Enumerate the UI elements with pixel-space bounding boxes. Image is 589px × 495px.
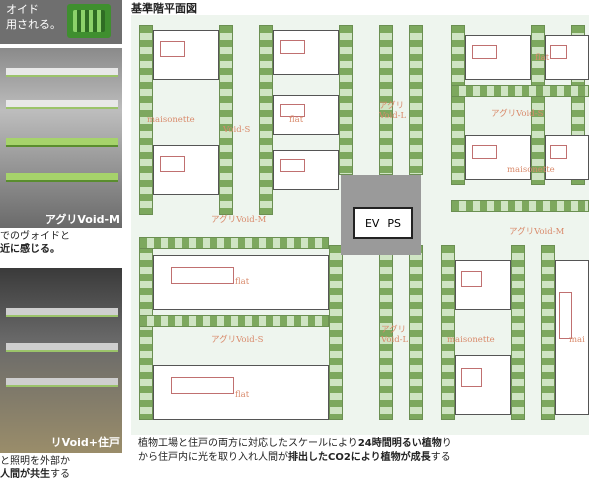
photo1-caption: でのヴォイドと 近に感じる。 [0, 230, 122, 256]
caption2-line1: と照明を外部か [0, 456, 70, 467]
caption-line2-a: から住戸内に光を取り入れ人間が [138, 452, 288, 463]
flat-label: flat [235, 277, 250, 287]
void-s-label: Void-S [223, 125, 251, 135]
ev-label: EV [364, 216, 380, 230]
plant-rack-column [409, 245, 423, 420]
floor-plan: EV PS maisonette Void-S flat アグリ Void-L … [131, 15, 589, 435]
plan-caption: 植物工場と住戸の両方に対応したスケールにより24時間明るい植物り から住戸内に光… [138, 437, 589, 465]
ps-label: PS [387, 216, 402, 230]
photo2-label: リVoid+住戸 [50, 436, 120, 449]
plant-rack-column [339, 25, 353, 175]
plant-rack-row [139, 237, 329, 249]
dwelling-room [153, 255, 329, 310]
shelf [6, 68, 118, 77]
dwelling-room [153, 30, 219, 80]
plant-rack-row [451, 200, 589, 212]
plant-rack-column [441, 245, 455, 420]
agri-logo-icon [67, 4, 111, 38]
maisonette-label: maisonette [507, 165, 555, 175]
photo1-label: アグリVoid-M [44, 213, 120, 226]
dwelling-room [153, 145, 219, 195]
dwelling-room [273, 30, 339, 75]
plan-title: 基準階平面図 [131, 2, 197, 15]
maisonette-label: maisonette [147, 115, 195, 125]
shelf [6, 378, 118, 387]
caption-line2-b: 排出したCO2により植物が成長 [288, 452, 431, 463]
agri-void-dwelling-photo: リVoid+住戸 [0, 268, 122, 453]
plant-shelf [6, 138, 118, 147]
void-s-label: アグリVoid-S [491, 109, 544, 119]
dwelling-room [273, 95, 339, 135]
shelf [6, 308, 118, 317]
shelf [6, 343, 118, 352]
plant-rack-column [259, 25, 273, 215]
void-s-label: アグリVoid-S [211, 335, 264, 345]
caption-line1-c: り [441, 438, 452, 449]
dwelling-room [455, 260, 511, 310]
plant-rack-row [139, 315, 329, 327]
flat-label: flat [289, 115, 304, 125]
maisonette-label: maisonette [447, 335, 495, 345]
caption-line1-a: 植物工場と住戸の両方に対応したスケールにより [138, 438, 358, 449]
void-m-label: アグリVoid-M [509, 227, 565, 237]
photo2-caption: と照明を外部か 人間が共生する [0, 455, 122, 481]
dwelling-room [545, 35, 589, 80]
dwelling-room [273, 150, 339, 190]
void-l-label: アグリ Void-L [379, 101, 407, 121]
plant-rack-column [329, 245, 343, 420]
plant-rack-column [139, 245, 153, 420]
caption-line1-b: 24時間明るい植物 [357, 438, 442, 449]
dwelling-room [545, 135, 589, 180]
dwelling-room [455, 355, 511, 415]
flat-label: flat [235, 390, 250, 400]
plant-rack-column [451, 25, 465, 185]
plant-rack-column [409, 25, 423, 175]
plant-rack-row [451, 85, 589, 97]
dwelling-room [465, 35, 531, 80]
plant-rack-column [511, 245, 525, 420]
ev-ps-core: EV PS [353, 207, 413, 239]
plant-shelf [6, 173, 118, 182]
void-l-label: アグリ Void-L [381, 325, 409, 345]
caption1-line2: 近に感じる。 [0, 244, 60, 255]
dwelling-room [153, 365, 329, 420]
caption2-line2-bold: 人間が共生 [0, 469, 50, 480]
plant-rack-column [379, 25, 393, 175]
caption1-line1: でのヴォイドと [0, 231, 70, 242]
shelf [6, 100, 118, 109]
left-column: オイド 用される。 アグリVoid-M でのヴォイドと 近に感じる。 リVoid… [0, 0, 128, 495]
maisonette-label: mai [569, 335, 585, 345]
sidebar-header-line2: 用される。 [6, 18, 61, 31]
plant-rack-column [541, 245, 555, 420]
agri-void-m-photo: アグリVoid-M [0, 48, 122, 228]
dwelling-room [465, 135, 531, 180]
void-m-label: アグリVoid-M [211, 215, 267, 225]
flat-label: flat [535, 53, 550, 63]
caption-line2-c: する [430, 452, 451, 463]
sidebar-header: オイド 用される。 [0, 0, 122, 44]
plant-rack-column [219, 25, 233, 215]
caption2-line2-rest: する [50, 469, 70, 480]
plant-rack-column [531, 25, 545, 185]
plant-rack-column [139, 25, 153, 215]
sidebar-header-line1: オイド [6, 3, 39, 16]
